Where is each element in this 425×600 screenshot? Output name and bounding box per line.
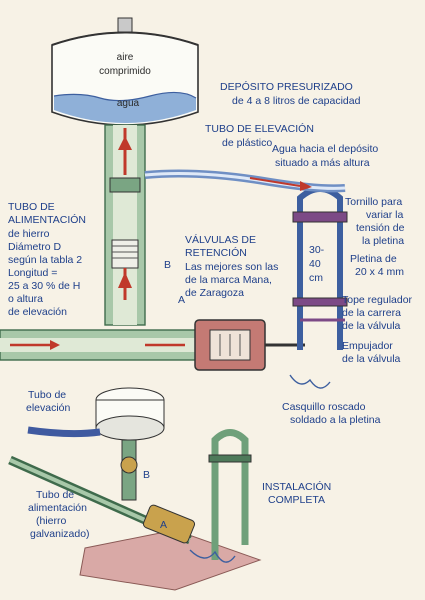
- label-tubo-alim-1: TUBO DE: [8, 201, 55, 213]
- label-tope-2: de la carrera: [342, 307, 401, 319]
- label-empujador-1: Empujador: [342, 340, 393, 352]
- pressurized-tank: aire comprimido agua: [51, 17, 199, 126]
- water-splash: [289, 374, 331, 389]
- label-tubo-alim-5: según la tabla 2: [8, 254, 82, 266]
- label-deposito-1: DEPÓSITO PRESURIZADO: [220, 80, 353, 93]
- label-instalacion-1: INSTALACIÓN: [262, 480, 331, 493]
- label-comprimido: comprimido: [99, 66, 151, 77]
- label-a-lower: A: [160, 519, 167, 531]
- label-tubo-elev-1: TUBO DE ELEVACIÓN: [205, 122, 314, 135]
- label-tope-3: de la válvula: [342, 320, 401, 332]
- label-agua-hacia-1: Agua hacia el depósito: [272, 143, 378, 155]
- label-valvulas-5: de Zaragoza: [185, 287, 244, 299]
- label-tubo-alim-3: de hierro: [8, 228, 50, 240]
- label-agua: agua: [117, 98, 140, 109]
- label-pletina-2: 20 x 4 mm: [355, 266, 404, 278]
- label-agua-hacia-2: situado a más altura: [275, 157, 370, 169]
- label-tornillo-1: Tornillo para: [345, 196, 402, 208]
- label-b-lower: B: [143, 469, 150, 481]
- label-tubo-alim2-4: galvanizado): [30, 528, 90, 540]
- vertical-valve-body: [104, 124, 146, 326]
- label-a-upper: A: [178, 294, 185, 306]
- label-tornillo: Tornillo para variar la tensión de la pl…: [345, 196, 405, 247]
- label-tubo-alim-4: Diámetro D: [8, 241, 62, 253]
- label-b-upper: B: [164, 259, 171, 271]
- label-cm-1: 30-: [309, 244, 325, 256]
- label-deposito-2: de 4 a 8 litros de capacidad: [232, 95, 361, 107]
- label-tornillo-4: la pletina: [362, 235, 404, 247]
- feed-pipe-horizontal: [0, 329, 201, 361]
- label-tubo-elev2-2: elevación: [26, 402, 71, 414]
- label-tubo-alim-2: ALIMENTACIÓN: [8, 213, 86, 226]
- label-valvulas-retencion: VÁLVULAS DE RETENCIÓN Las mejores son la…: [185, 233, 278, 299]
- label-tubo-alim2-2: alimentación: [28, 502, 87, 514]
- installation-drawing: [8, 387, 262, 591]
- label-cm-2: 40: [309, 258, 321, 270]
- label-casquillo-2: soldado a la pletina: [290, 414, 381, 426]
- label-tubo-alim-7: 25 a 30 % de H: [8, 280, 80, 292]
- label-valvulas-4: de la marca Mana,: [185, 274, 272, 286]
- label-tubo-alim-9: de elevación: [8, 306, 67, 318]
- label-instalacion-2: COMPLETA: [268, 494, 325, 506]
- label-tubo-alimentacion: TUBO DE ALIMENTACIÓN de hierro Diámetro …: [8, 201, 86, 318]
- valve-a-housing: [194, 319, 266, 371]
- label-cm-3: cm: [309, 272, 323, 284]
- lift-tube: [144, 169, 346, 193]
- label-pletina-1: Pletina de: [350, 253, 397, 265]
- label-empujador-2: de la válvula: [342, 353, 401, 365]
- label-valvulas-3: Las mejores son las: [185, 261, 278, 273]
- label-aire: aire: [117, 52, 134, 63]
- label-tornillo-3: tensión de: [356, 222, 405, 234]
- label-tubo-alim2-1: Tubo de: [36, 489, 74, 501]
- label-tope-1: Tope regulador: [342, 294, 413, 306]
- label-casquillo-1: Casquillo roscado: [282, 401, 366, 413]
- label-tubo-alim-6: Longitud =: [8, 267, 57, 279]
- label-tope: Tope regulador de la carrera de la válvu…: [342, 294, 413, 332]
- label-valvulas-2: RETENCIÓN: [185, 246, 247, 259]
- label-valvulas-1: VÁLVULAS DE: [185, 233, 256, 246]
- label-tubo-elev-2: de plástico: [222, 137, 272, 149]
- label-tornillo-2: variar la: [366, 209, 404, 221]
- label-tubo-alim-8: o altura: [8, 293, 43, 305]
- label-tubo-elev2-1: Tubo de: [28, 389, 66, 401]
- label-tubo-alim2-3: (hierro: [36, 515, 67, 527]
